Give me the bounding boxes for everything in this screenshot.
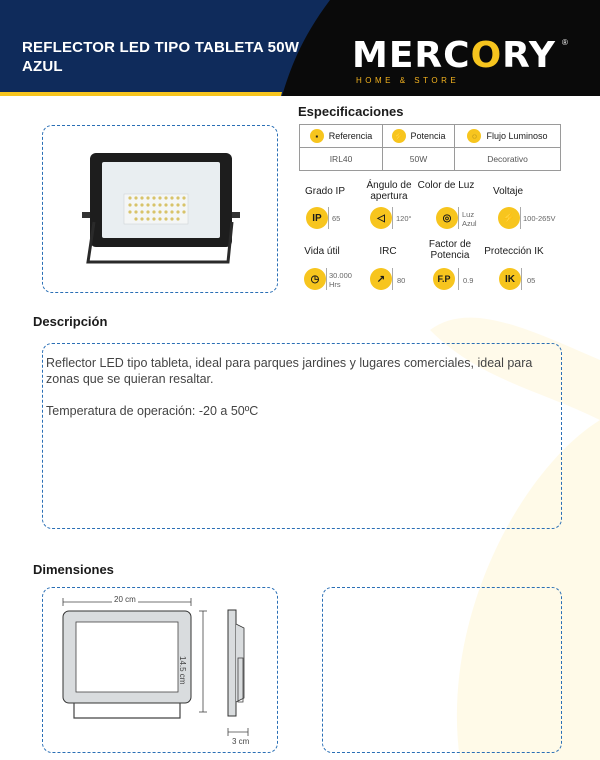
dimensions-title: Dimensiones [33,562,114,577]
description-paragraph: Reflector LED tipo tableta, ideal para p… [46,356,533,386]
header-background [0,0,600,96]
feature-divider [392,268,393,290]
description-paragraph: Temperatura de operación: -20 a 50ºC [46,404,259,418]
product-image [82,153,240,264]
angle-icon: ◁ [370,207,392,229]
lightning-icon: ⚡ [391,129,406,143]
feature-value-ik: 05 [527,276,536,285]
spec-header-cell: ◌Flujo Luminoso [454,124,561,148]
feature-value-ip: 65 [332,214,341,223]
lock-icon: ▪ [309,129,324,143]
feature-divider [458,268,459,290]
ik-icon: IK [499,268,521,290]
dimension-depth-label: 3 cm [232,737,250,746]
spec-value-cell: Decorativo [454,147,561,171]
feature-value-irc: 80 [397,276,406,285]
bulb-icon: ◌ [467,129,482,143]
feature-label-ik: Protección IK [484,246,544,257]
brand-wordmark: MERCORY [352,35,556,76]
clock-icon: ◷ [304,268,326,290]
feature-divider [521,268,522,290]
dimension-width-label: 20 cm [112,595,138,604]
fp-icon: F.P [433,268,455,290]
registered-mark: ® [562,38,568,47]
specs-title: Especificaciones [298,104,404,119]
feature-label-irc: IRC [379,246,397,257]
feature-value-color: Luz Azul [462,210,477,228]
feature-value-fp: 0.9 [463,276,474,285]
spec-header-cell: ▪Referencia [298,124,384,148]
irc-icon: ↗ [370,268,392,290]
spec-table-header: ▪Referencia ⚡Potencia ◌Flujo Luminoso [298,124,561,148]
feature-divider [328,207,329,229]
feature-label-fp: Factor de Potencia [428,239,472,261]
spec-header-cell: ⚡Potencia [382,124,456,148]
mercury-logo: MERCORY ® HOME & STORE [352,36,572,88]
spec-table-row: IRL40 50W Decorativo [298,147,561,171]
document-title: REFLECTOR LED TIPO TABLETA 50W AZUL [22,39,300,75]
empty-frame [322,587,562,753]
feature-label-life: Vida útil [304,246,340,257]
ip-icon: IP [306,207,328,229]
dimension-height-label: 14.5 cm [178,656,187,685]
spec-value-cell: 50W [382,147,456,171]
header-banner: REFLECTOR LED TIPO TABLETA 50W AZUL MERC… [0,0,600,96]
feature-divider [458,207,459,229]
description-body: Reflector LED tipo tableta, ideal para p… [46,355,546,435]
dimension-drawing [62,598,249,736]
feature-label-ip: Grado IP [304,186,346,197]
dimensions-frame [42,587,278,753]
brand-tagline: HOME & STORE [356,76,460,85]
description-frame [42,343,562,529]
feature-divider [392,207,393,229]
description-title: Descripción [33,314,108,329]
feature-label-voltage: Voltaje [492,186,524,197]
feature-divider [520,207,521,229]
spec-table: ▪Referencia ⚡Potencia ◌Flujo Luminoso IR… [298,124,561,171]
feature-label-color: Color de Luz [417,180,475,191]
feature-value-angle: 120° [396,214,412,223]
feature-label-angle: Ángulo de apertura [366,180,412,202]
feature-value-life: 30.000 Hrs [329,271,352,289]
feature-value-voltage: 100-265V [523,214,556,223]
product-photo-frame [42,125,278,293]
spec-value-cell: IRL40 [298,147,384,171]
voltage-icon: ⚡ [498,207,520,229]
color-icon: ◎ [436,207,458,229]
feature-divider [326,268,327,290]
